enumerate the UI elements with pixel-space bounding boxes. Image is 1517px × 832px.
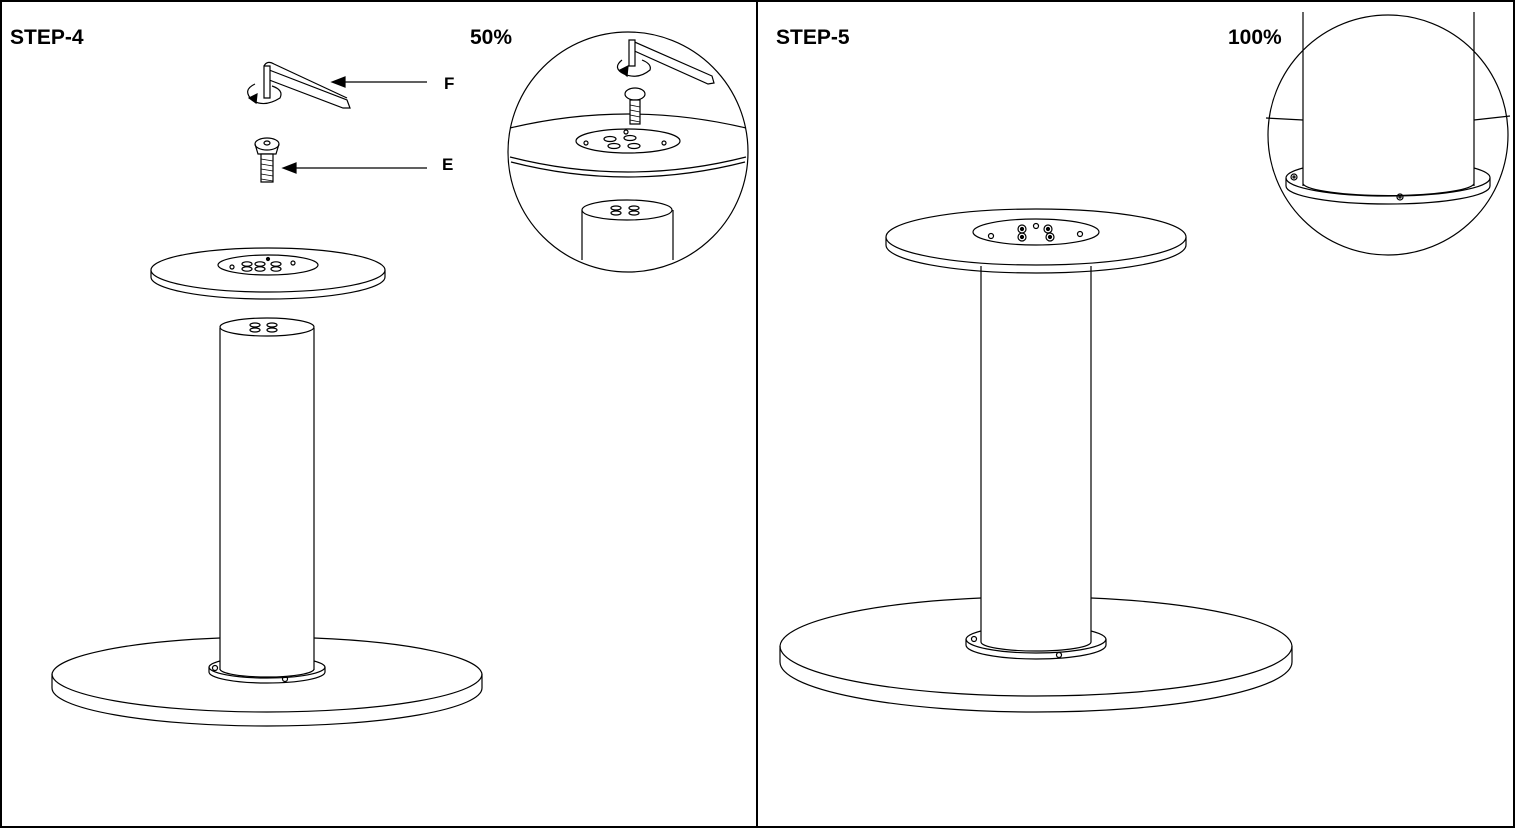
step4-scale: 50% xyxy=(470,26,513,49)
base-plate xyxy=(52,638,482,726)
column xyxy=(981,266,1091,642)
column xyxy=(220,318,314,670)
step5-drawing xyxy=(758,2,1517,832)
step4-panel: STEP-4 50% F E xyxy=(0,0,760,828)
part-label-e: E xyxy=(442,155,454,174)
step5-panel: STEP-5 100% xyxy=(756,0,1515,828)
step5-scale: 100% xyxy=(1228,26,1282,49)
step4-drawing xyxy=(2,2,762,832)
arrow-left-icon xyxy=(283,163,427,173)
step5-title: STEP-5 xyxy=(776,26,850,49)
rotation-arrow-icon xyxy=(248,84,281,104)
screw-icon xyxy=(255,138,279,182)
detail-circle-step4 xyxy=(508,32,748,272)
base-plate xyxy=(780,598,1292,712)
part-label-f: F xyxy=(444,74,455,93)
step4-title: STEP-4 xyxy=(10,26,84,49)
top-plate xyxy=(886,209,1186,273)
arrow-left-icon xyxy=(332,77,427,87)
hex-key-icon xyxy=(264,62,350,108)
detail-circle-step5 xyxy=(1266,12,1510,255)
top-plate xyxy=(151,248,385,299)
